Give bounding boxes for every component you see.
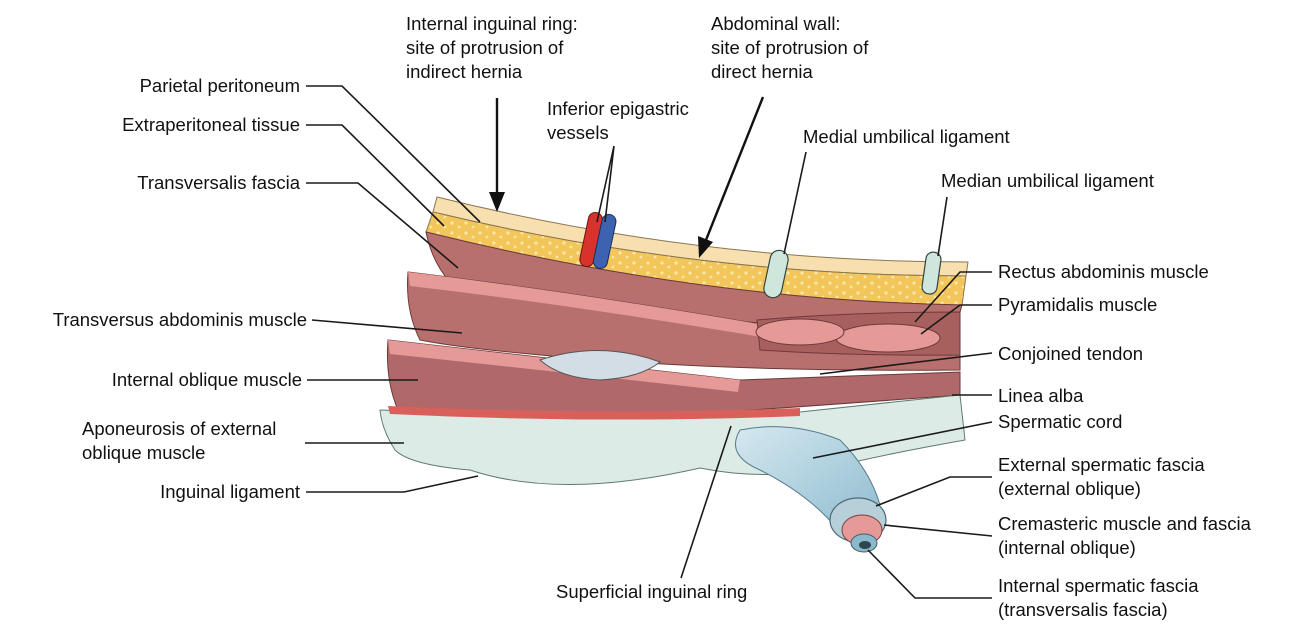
leader-transversus	[311, 319, 463, 334]
label-linea-alba: Linea alba	[998, 385, 1084, 406]
label-internal-ring-line2: site of protrusion of	[406, 37, 564, 58]
label-median-umbilical-ligament: Median umbilical ligament	[941, 170, 1154, 191]
leader-transversalis	[306, 182, 459, 269]
label-superficial-inguinal-ring: Superficial inguinal ring	[556, 581, 748, 602]
leader-parietal-peritoneum	[306, 85, 481, 223]
deep-ring-opening	[539, 350, 662, 381]
arrow-direct-hernia-head	[698, 236, 713, 258]
label-transversus-abdominis: Transversus abdominis muscle	[52, 309, 307, 330]
label-abdominal-wall-line2: site of protrusion of	[711, 37, 869, 58]
label-aponeurosis-external-oblique: Aponeurosis of external oblique muscle	[82, 417, 276, 465]
label-internal-ring-line1: Internal inguinal ring:	[406, 13, 578, 34]
leader-superficial-ring	[680, 425, 732, 579]
arrow-indirect-hernia-head	[489, 192, 505, 212]
label-external-spermatic-line1: External spermatic fascia	[998, 454, 1205, 475]
median-umbilical-ligament-shape	[921, 251, 942, 295]
label-internal-oblique: Internal oblique muscle	[111, 369, 302, 390]
rectus-cut-shape	[755, 318, 845, 346]
leader-cremasteric	[883, 524, 993, 537]
pyramidalis-muscle-shape	[835, 323, 941, 353]
label-inguinal-ligament: Inguinal ligament	[160, 481, 300, 502]
label-abdominal-wall-line1: Abdominal wall:	[711, 13, 841, 34]
label-conjoined-tendon: Conjoined tendon	[998, 343, 1144, 364]
label-spermatic-cord: Spermatic cord	[998, 411, 1123, 432]
label-abdominal-wall-line3: direct hernia	[711, 61, 813, 82]
label-extraperitoneal-tissue: Extraperitoneal tissue	[122, 114, 300, 135]
leader-pyramidalis	[920, 304, 992, 335]
label-medial-umbilical-ligament: Medial umbilical ligament	[803, 126, 1010, 147]
leader-inguinal-ligament	[306, 475, 479, 493]
label-rectus-abdominis: Rectus abdominis muscle	[998, 261, 1209, 282]
transversus-cut-edge	[408, 272, 850, 352]
epigastric-vein	[592, 213, 617, 270]
leader-epigastric	[596, 145, 615, 223]
leader-internal-spermatic	[867, 549, 992, 599]
medial-umbilical-ligament-shape	[763, 249, 789, 299]
arrow-direct-hernia	[704, 96, 765, 241]
leader-spermatic-cord	[812, 421, 993, 459]
label-external-spermatic-line2: (external oblique)	[998, 478, 1141, 499]
label-aponeurosis-line1: Aponeurosis of external	[82, 418, 277, 439]
label-cremasteric-muscle: Cremasteric muscle and fascia (internal …	[998, 512, 1251, 560]
label-cremasteric-line2: (internal oblique)	[998, 537, 1136, 558]
label-internal-spermatic-fascia: Internal spermatic fascia (transversalis…	[998, 574, 1199, 622]
label-internal-ring-line3: indirect hernia	[406, 61, 523, 82]
label-epigastric-line2: vessels	[547, 122, 609, 143]
label-internal-spermatic-line1: Internal spermatic fascia	[998, 575, 1199, 596]
leader-conjoined	[819, 352, 993, 375]
label-transversalis-fascia: Transversalis fascia	[137, 172, 300, 193]
label-abdominal-wall: Abdominal wall: site of protrusion of di…	[711, 12, 868, 84]
leader-median-umbilical	[937, 196, 948, 257]
label-epigastric-line1: Inferior epigastric	[547, 98, 689, 119]
external-oblique-cut-edge	[388, 406, 800, 420]
label-pyramidalis: Pyramidalis muscle	[998, 294, 1158, 315]
leader-medial-umbilical	[783, 151, 807, 255]
label-external-spermatic-fascia: External spermatic fascia (external obli…	[998, 453, 1205, 501]
leader-extraperitoneal	[306, 124, 445, 227]
label-internal-inguinal-ring: Internal inguinal ring: site of protrusi…	[406, 12, 578, 84]
label-cremasteric-line1: Cremasteric muscle and fascia	[998, 513, 1251, 534]
leader-rectus	[914, 271, 992, 323]
label-parietal-peritoneum: Parietal peritoneum	[139, 75, 300, 96]
cord-lumen	[859, 541, 871, 549]
label-aponeurosis-line2: oblique muscle	[82, 442, 206, 463]
label-inferior-epigastric-vessels: Inferior epigastric vessels	[547, 97, 689, 145]
leader-external-spermatic	[875, 476, 992, 507]
label-internal-spermatic-line2: (transversalis fascia)	[998, 599, 1168, 620]
